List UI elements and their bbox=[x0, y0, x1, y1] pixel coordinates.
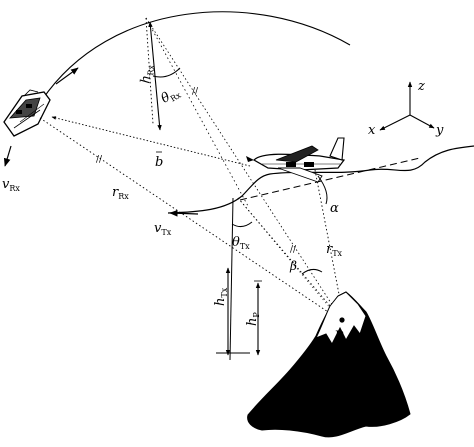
tick-mark-r-rx: // bbox=[96, 155, 103, 165]
baseline-b-arrow bbox=[51, 116, 251, 167]
h-p-label: hP bbox=[245, 312, 261, 326]
theta-tx-arc bbox=[231, 221, 253, 228]
z-axis-label: z bbox=[417, 79, 425, 94]
theta-rx-label: θRx bbox=[159, 84, 183, 107]
v-rx-label: vRx bbox=[2, 177, 20, 193]
tx-vertical-line bbox=[229, 197, 234, 361]
receiver-aircraft bbox=[3, 89, 51, 137]
r-rx-label: rRx bbox=[112, 185, 129, 201]
receiver-trajectory-arc bbox=[41, 11, 351, 101]
target-point-p bbox=[339, 317, 345, 323]
x-axis bbox=[379, 114, 411, 131]
y-axis bbox=[409, 114, 435, 129]
beta-label: β bbox=[289, 259, 297, 273]
v-tx-label: vTx bbox=[154, 221, 172, 237]
theta-tx-label: θTx bbox=[232, 235, 250, 251]
tick-mark-rx-line: // bbox=[192, 87, 199, 97]
receiver-heading-arrow bbox=[55, 67, 79, 85]
beta-arc bbox=[301, 268, 323, 275]
transmitter-trajectory bbox=[167, 145, 474, 214]
tick-mark-r-tx: // bbox=[290, 245, 297, 255]
y-axis-label: y bbox=[435, 123, 444, 138]
theta-rx-arc bbox=[152, 67, 181, 78]
r-tx-label: rTx bbox=[326, 242, 343, 258]
tx-nadir-dotted bbox=[237, 197, 341, 321]
b-label: b bbox=[155, 155, 163, 170]
h-rx-label: hRx bbox=[138, 64, 156, 85]
v-tx-arrow bbox=[169, 209, 199, 217]
transmitter-heading-dashed bbox=[239, 157, 421, 201]
transmitter-aircraft bbox=[246, 137, 346, 183]
h-tx-label: hTx bbox=[213, 287, 229, 306]
mountain-target bbox=[247, 291, 411, 438]
v-rx-arrow bbox=[3, 145, 12, 167]
x-axis-label: x bbox=[368, 123, 376, 138]
axis-triad: z x y bbox=[368, 79, 444, 138]
alpha-label: α bbox=[330, 201, 339, 216]
point-p-label: P bbox=[335, 329, 344, 344]
rx-dashed-hint bbox=[145, 17, 249, 207]
tx-right-dotted bbox=[314, 169, 345, 321]
alpha-arc bbox=[317, 175, 328, 205]
r-rx-dotted bbox=[39, 117, 341, 321]
r-tx-dotted bbox=[237, 197, 343, 321]
